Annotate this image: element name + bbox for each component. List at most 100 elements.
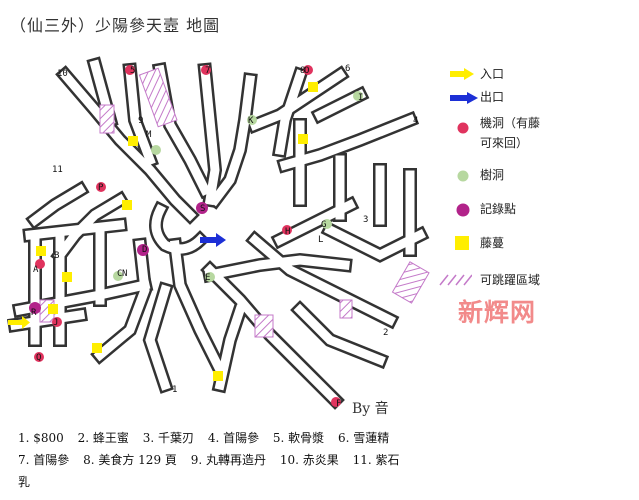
entrance-arrow-icon bbox=[450, 68, 474, 80]
item: 2. 蜂王蜜 bbox=[77, 431, 129, 445]
map-point-label: A bbox=[33, 265, 39, 275]
map-point-label: B bbox=[54, 251, 59, 261]
tree-hole bbox=[353, 91, 363, 101]
map-point-label: 2 bbox=[383, 328, 388, 338]
map-point-label: F bbox=[336, 399, 341, 409]
watermark: 新辉网 bbox=[458, 298, 537, 327]
item: 乳 bbox=[18, 475, 31, 489]
item: 1. $800 bbox=[18, 431, 64, 445]
map-point-label: 3 bbox=[363, 215, 368, 225]
item-row-2: 7. 首陽參 8. 美食方 129 頁 9. 丸轉再造丹 10. 赤炎果 11.… bbox=[18, 449, 409, 471]
map-point-label: O bbox=[304, 66, 309, 76]
item: 11. 紫石 bbox=[352, 453, 400, 467]
legend-trap-label: 機洞（有藤 bbox=[480, 116, 541, 130]
map-point-label: C bbox=[117, 269, 122, 279]
legend-trap-label-2: 可來回） bbox=[480, 136, 529, 150]
legend-save bbox=[456, 203, 470, 217]
map-point-label: 7 bbox=[205, 66, 210, 76]
jump-zones bbox=[39, 67, 430, 338]
jump-zone bbox=[254, 314, 274, 338]
trap-hole bbox=[96, 182, 106, 192]
vine-marker bbox=[48, 304, 58, 314]
map-point-label: 6 bbox=[345, 64, 350, 74]
jump-zone bbox=[339, 299, 353, 319]
map-point-label: G bbox=[321, 220, 326, 230]
vine-marker bbox=[128, 136, 138, 146]
map-point-label: L bbox=[318, 235, 323, 245]
map-point-label: E bbox=[205, 273, 210, 283]
save-point bbox=[29, 302, 41, 314]
map-point-label: 11 bbox=[52, 165, 63, 175]
trap-hole bbox=[35, 259, 45, 269]
tree-hole bbox=[113, 271, 123, 281]
entrance-arrow-map bbox=[8, 316, 30, 329]
item: 4. 首陽參 bbox=[207, 431, 260, 445]
legend-jump bbox=[438, 274, 472, 286]
tree-hole bbox=[322, 219, 332, 229]
maze-corridors bbox=[7, 56, 430, 410]
page-title: （仙三外）少陽參天壼 地圖 bbox=[10, 16, 221, 35]
tree-hole bbox=[151, 145, 161, 155]
jump-zone-hatch-icon bbox=[439, 274, 472, 286]
vine-marker bbox=[298, 134, 308, 144]
map-point-label: 10 bbox=[57, 69, 68, 79]
save-point-icon bbox=[456, 203, 470, 217]
item-list: 1. $800 2. 蜂王蜜 3. 千葉刃 4. 首陽參 5. 軟骨漿 6. 雪… bbox=[18, 427, 409, 493]
vine-marker bbox=[122, 200, 132, 210]
map-point-label: J bbox=[53, 318, 58, 328]
legend-tree-label: 樹洞 bbox=[480, 168, 505, 182]
tree-holes bbox=[113, 91, 363, 282]
item-row-1: 1. $800 2. 蜂王蜜 3. 千葉刃 4. 首陽參 5. 軟骨漿 6. 雪… bbox=[18, 427, 409, 449]
jump-zone bbox=[99, 104, 115, 134]
author-signature: By 音 bbox=[352, 401, 389, 417]
vine-square-icon bbox=[455, 236, 469, 250]
trap-hole bbox=[331, 397, 341, 407]
map-point-label: 8 bbox=[300, 66, 305, 76]
map-point-label: M bbox=[146, 130, 152, 140]
vine-marker bbox=[62, 272, 72, 282]
map-point-label: H bbox=[285, 227, 290, 237]
trap-hole bbox=[34, 352, 44, 362]
legend-trap bbox=[457, 122, 469, 134]
map-point-label: D bbox=[142, 245, 147, 255]
map-point-label: K bbox=[248, 116, 254, 126]
vine-marker bbox=[92, 343, 102, 353]
map-point-label: 1 bbox=[172, 385, 177, 395]
legend-entrance-label: 入口 bbox=[480, 67, 505, 81]
exit-arrow-map bbox=[200, 233, 226, 247]
legend-tree bbox=[457, 170, 469, 182]
legend-vine bbox=[455, 236, 469, 250]
save-points bbox=[29, 202, 208, 314]
legend-jump-label: 可跳躍區域 bbox=[480, 273, 541, 287]
trap-holes bbox=[34, 65, 341, 407]
item: 9. 丸轉再造丹 bbox=[190, 453, 266, 467]
save-point bbox=[137, 244, 149, 256]
trap-hole-icon bbox=[457, 122, 469, 134]
trap-hole bbox=[282, 225, 292, 235]
map-point-label: N bbox=[122, 269, 127, 279]
vines bbox=[36, 82, 318, 381]
legend-vine-label: 藤蔓 bbox=[480, 236, 505, 250]
map-point-label: I bbox=[358, 93, 363, 103]
trap-hole bbox=[125, 65, 135, 75]
trap-hole bbox=[201, 65, 211, 75]
map-point-label: 9 bbox=[138, 116, 143, 126]
item: 3. 千葉刃 bbox=[142, 431, 194, 445]
save-point bbox=[196, 202, 208, 214]
map-point-label: P bbox=[98, 183, 104, 193]
jump-zone bbox=[391, 261, 430, 304]
item-row-3: 乳 bbox=[18, 471, 409, 493]
map-point-label: R bbox=[31, 308, 37, 318]
vine-marker bbox=[36, 246, 46, 256]
legend-save-label: 記錄點 bbox=[480, 202, 517, 216]
exit-arrow-icon bbox=[450, 92, 478, 104]
item: 5. 軟骨漿 bbox=[272, 431, 325, 445]
legend-exit-label: 出口 bbox=[480, 90, 505, 104]
vine-marker bbox=[308, 82, 318, 92]
item: 6. 雪蓮精 bbox=[338, 431, 390, 445]
map-point-label: 4 bbox=[413, 116, 418, 126]
vine-marker bbox=[213, 371, 223, 381]
legend-exit bbox=[450, 92, 478, 104]
